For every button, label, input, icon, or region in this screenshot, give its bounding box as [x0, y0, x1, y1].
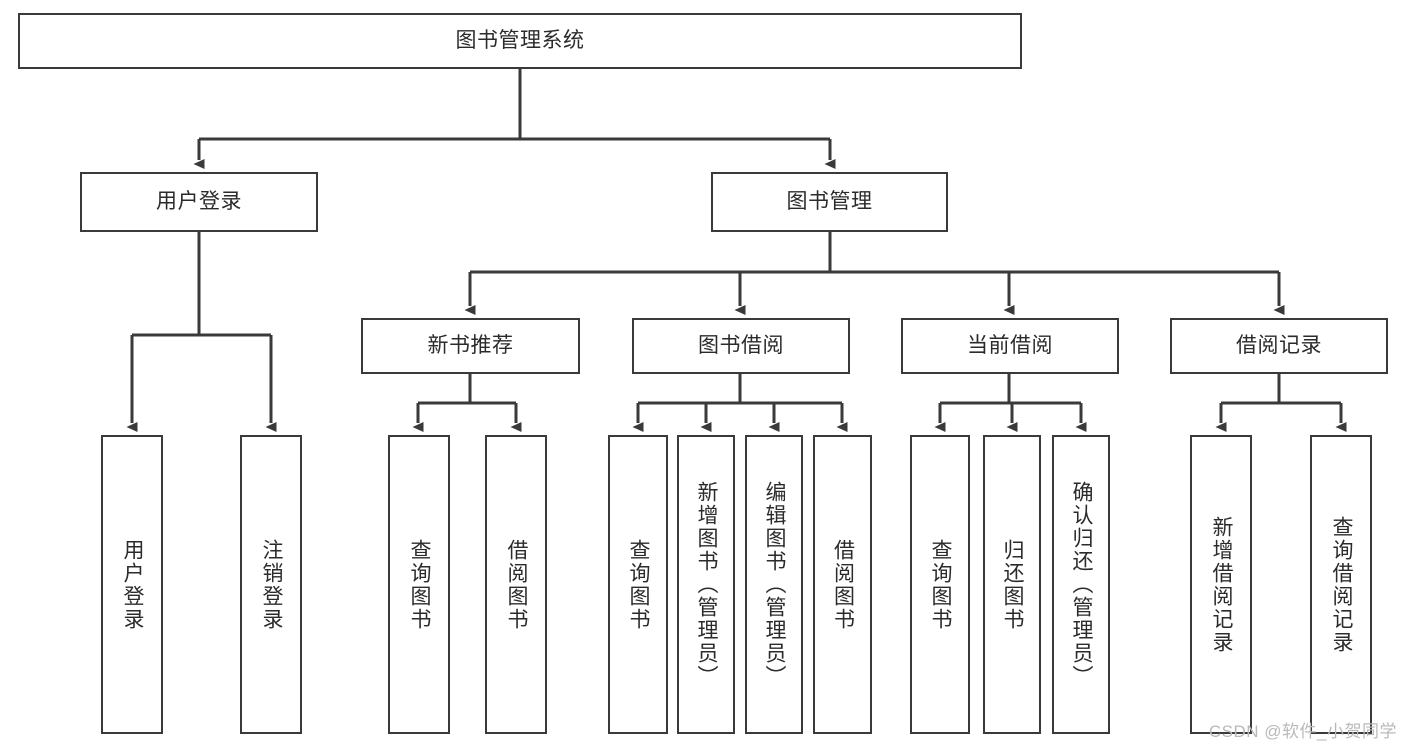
- node-borrow-record[interactable]: 借阅记录: [1170, 318, 1388, 374]
- node-user-login[interactable]: 用户登录: [80, 172, 318, 232]
- node-leaf-query-book-2-label: 查询图书: [627, 538, 651, 631]
- node-new-book-recommend-label: 新书推荐: [427, 333, 514, 357]
- node-leaf-query-book-1[interactable]: 查询图书: [388, 435, 450, 734]
- node-leaf-logout[interactable]: 注销登录: [240, 435, 302, 734]
- node-current-borrow[interactable]: 当前借阅: [901, 318, 1119, 374]
- node-leaf-query-book-1-label: 查询图书: [408, 538, 432, 631]
- node-leaf-add-record[interactable]: 新增借阅记录: [1190, 435, 1252, 734]
- node-leaf-query-record-label: 查询借阅记录: [1330, 515, 1354, 654]
- csdn-watermark: CSDN @软件_小贺同学: [1208, 722, 1397, 741]
- node-leaf-query-record[interactable]: 查询借阅记录: [1310, 435, 1372, 734]
- node-leaf-confirm-return[interactable]: 确认归还（管理员）: [1052, 435, 1110, 734]
- node-leaf-return-book[interactable]: 归还图书: [983, 435, 1041, 734]
- node-book-manage[interactable]: 图书管理: [711, 172, 948, 232]
- node-leaf-query-book-3-label: 查询图书: [929, 538, 953, 631]
- node-leaf-add-record-label: 新增借阅记录: [1210, 515, 1234, 654]
- node-borrow-record-label: 借阅记录: [1236, 333, 1322, 357]
- node-leaf-confirm-return-label: 确认归还（管理员）: [1070, 481, 1094, 688]
- node-leaf-borrow-book-2-label: 借阅图书: [831, 538, 855, 631]
- node-current-borrow-label: 当前借阅: [967, 333, 1053, 357]
- node-leaf-add-book[interactable]: 新增图书（管理员）: [677, 435, 735, 734]
- node-leaf-query-book-3[interactable]: 查询图书: [910, 435, 970, 734]
- node-leaf-return-book-label: 归还图书: [1001, 538, 1025, 631]
- node-user-login-label: 用户登录: [156, 189, 242, 213]
- node-leaf-add-book-label: 新增图书（管理员）: [695, 481, 719, 688]
- node-leaf-borrow-book-1[interactable]: 借阅图书: [485, 435, 547, 734]
- node-leaf-user-login-label: 用户登录: [121, 538, 145, 631]
- node-leaf-edit-book[interactable]: 编辑图书（管理员）: [745, 435, 803, 734]
- node-leaf-logout-label: 注销登录: [260, 538, 284, 631]
- node-root-label: 图书管理系统: [455, 28, 585, 52]
- node-leaf-edit-book-label: 编辑图书（管理员）: [763, 481, 787, 688]
- node-leaf-borrow-book-1-label: 借阅图书: [505, 538, 529, 631]
- node-root[interactable]: 图书管理系统: [18, 13, 1022, 69]
- node-leaf-query-book-2[interactable]: 查询图书: [608, 435, 668, 734]
- node-leaf-user-login[interactable]: 用户登录: [101, 435, 163, 734]
- node-book-manage-label: 图书管理: [786, 189, 873, 213]
- node-new-book-recommend[interactable]: 新书推荐: [361, 318, 580, 374]
- node-book-borrow[interactable]: 图书借阅: [632, 318, 850, 374]
- node-leaf-borrow-book-2[interactable]: 借阅图书: [813, 435, 872, 734]
- node-book-borrow-label: 图书借阅: [698, 333, 784, 357]
